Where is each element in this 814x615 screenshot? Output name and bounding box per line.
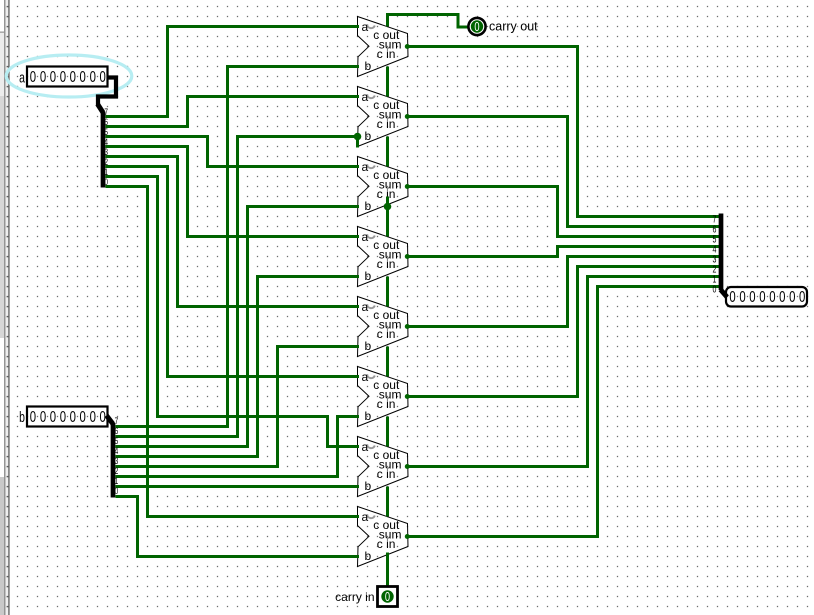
svg-text:0: 0: [60, 68, 67, 85]
svg-text:0: 0: [779, 288, 786, 305]
svg-text:1: 1: [115, 476, 119, 486]
svg-text:carry in: carry in: [335, 590, 374, 604]
svg-text:0: 0: [100, 68, 107, 85]
svg-text:0: 0: [749, 288, 756, 305]
svg-text:0: 0: [474, 21, 479, 35]
svg-text:0: 0: [104, 177, 108, 187]
svg-text:6: 6: [713, 223, 717, 234]
svg-text:4: 4: [115, 446, 119, 456]
svg-text:0: 0: [70, 68, 77, 85]
svg-text:0: 0: [769, 288, 776, 305]
svg-text:0: 0: [100, 408, 107, 425]
svg-text:1: 1: [713, 273, 717, 284]
svg-text:0: 0: [713, 283, 717, 294]
svg-text:0: 0: [40, 408, 47, 425]
svg-text:7: 7: [104, 107, 108, 117]
svg-text:0: 0: [90, 68, 97, 85]
svg-text:a: a: [19, 70, 26, 86]
svg-text:4: 4: [104, 137, 108, 147]
svg-text:3: 3: [713, 253, 717, 264]
svg-text:5: 5: [115, 436, 119, 446]
svg-text:0: 0: [729, 288, 736, 305]
svg-text:0: 0: [80, 408, 87, 425]
svg-text:2: 2: [713, 263, 717, 274]
svg-text:4: 4: [713, 243, 717, 254]
svg-text:1: 1: [104, 167, 108, 177]
svg-text:2: 2: [104, 157, 108, 167]
svg-text:0: 0: [50, 408, 57, 425]
svg-text:0: 0: [60, 408, 67, 425]
svg-text:7: 7: [115, 416, 119, 426]
svg-text:0: 0: [50, 68, 57, 85]
svg-text:3: 3: [104, 147, 108, 157]
svg-text:6: 6: [115, 426, 119, 436]
svg-text:0: 0: [799, 288, 806, 305]
svg-text:5: 5: [713, 233, 717, 244]
svg-text:0: 0: [115, 486, 119, 496]
svg-text:0: 0: [739, 288, 746, 305]
svg-text:0: 0: [789, 288, 796, 305]
svg-text:3: 3: [115, 456, 119, 466]
svg-text:0: 0: [80, 68, 87, 85]
svg-text:7: 7: [713, 213, 717, 224]
svg-text:2: 2: [115, 466, 119, 476]
svg-text:0: 0: [30, 68, 37, 85]
svg-text:0: 0: [90, 408, 97, 425]
svg-text:0: 0: [759, 288, 766, 305]
svg-text:0: 0: [30, 408, 37, 425]
svg-text:0: 0: [40, 68, 47, 85]
svg-text:carry out: carry out: [489, 20, 538, 34]
svg-text:5: 5: [104, 127, 108, 137]
svg-text:6: 6: [104, 117, 108, 127]
svg-text:0: 0: [70, 408, 77, 425]
svg-text:0: 0: [385, 591, 390, 605]
svg-text:b: b: [19, 409, 25, 425]
